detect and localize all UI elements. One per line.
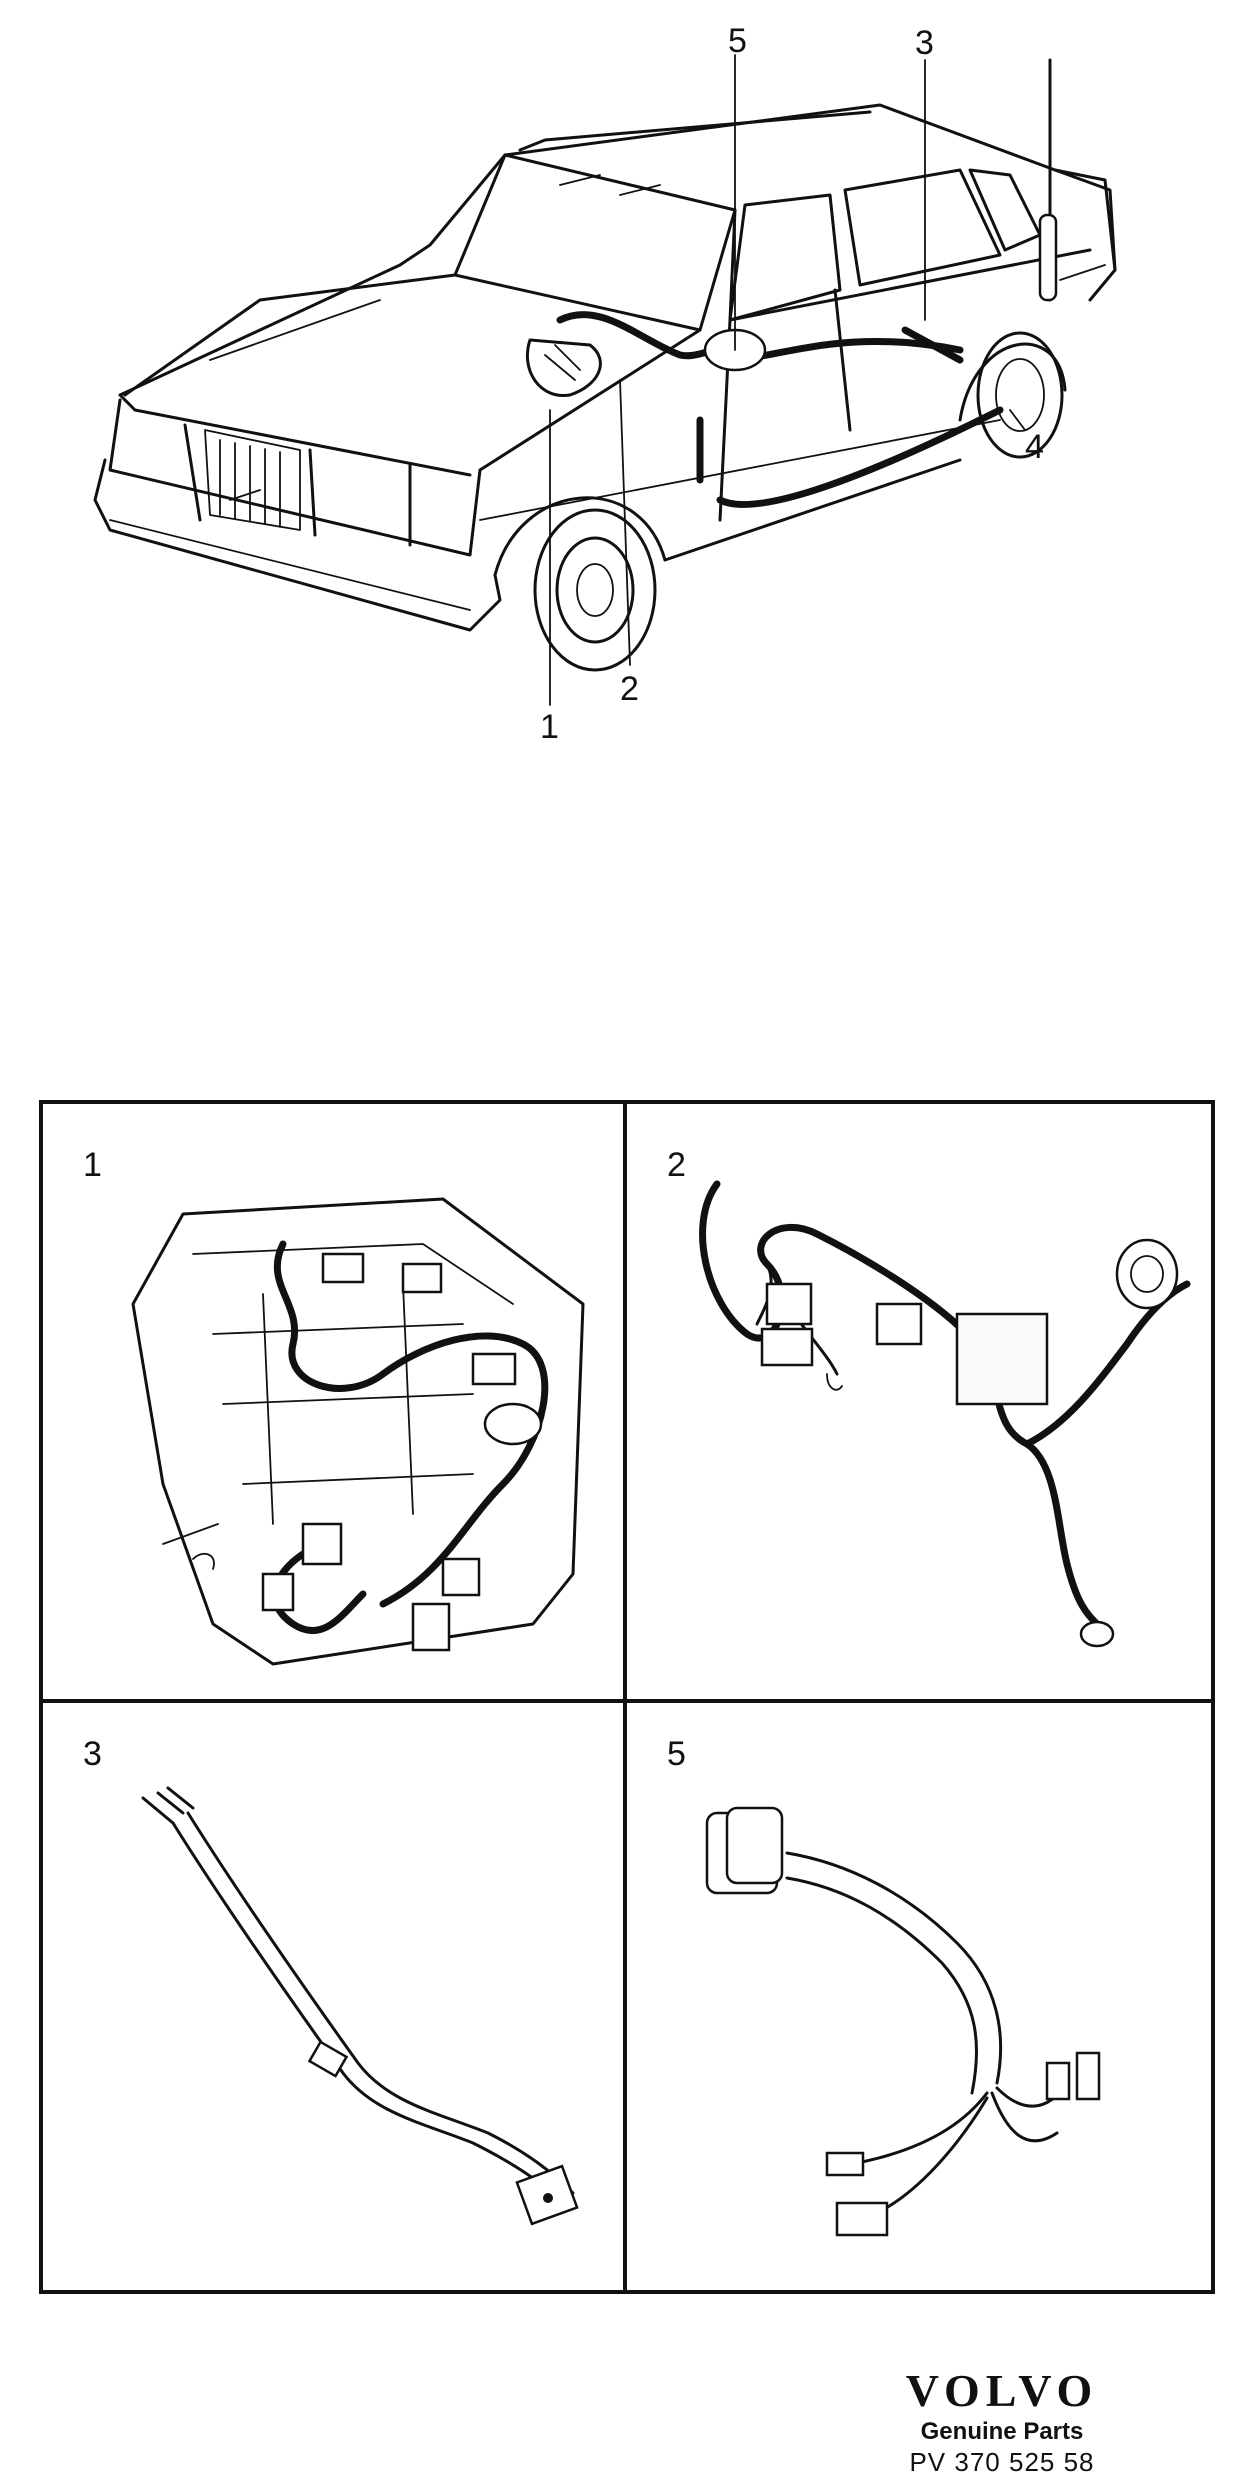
panel-number-1: 1 xyxy=(83,1146,102,1184)
panel-3-drawing xyxy=(141,1786,579,2226)
car-illustration: 1 2 3 4 5 xyxy=(0,0,1256,800)
car-drawing xyxy=(93,54,1117,706)
callout-5: 5 xyxy=(728,22,747,60)
panel-5-drawing xyxy=(705,1806,1101,2237)
detail-panel-5: 5 xyxy=(627,1703,1211,2290)
detail-panel-1: 1 xyxy=(43,1104,623,1699)
callout-4: 4 xyxy=(1025,428,1044,466)
panel-number-3: 3 xyxy=(83,1735,102,1773)
grid-divider-vertical xyxy=(623,1104,627,2290)
panel-1-drawing xyxy=(131,1197,585,1666)
tagline: Genuine Parts xyxy=(920,2418,1084,2445)
panel-number-5: 5 xyxy=(667,1735,686,1773)
brand-logo-text: VOLVO xyxy=(905,2365,1099,2416)
panel-number-2: 2 xyxy=(667,1146,686,1184)
part-code: PV 370 525 58 xyxy=(909,2447,1095,2477)
callout-3: 3 xyxy=(915,24,934,62)
detail-panel-2: 2 xyxy=(627,1104,1211,1699)
detail-grid: 1 2 xyxy=(39,1100,1215,2294)
grid-divider-horizontal xyxy=(43,1699,1211,1703)
panel-2-drawing xyxy=(699,1180,1191,1648)
callout-2: 2 xyxy=(620,670,639,708)
detail-panel-3: 3 xyxy=(43,1703,623,2290)
callout-1: 1 xyxy=(540,708,559,746)
